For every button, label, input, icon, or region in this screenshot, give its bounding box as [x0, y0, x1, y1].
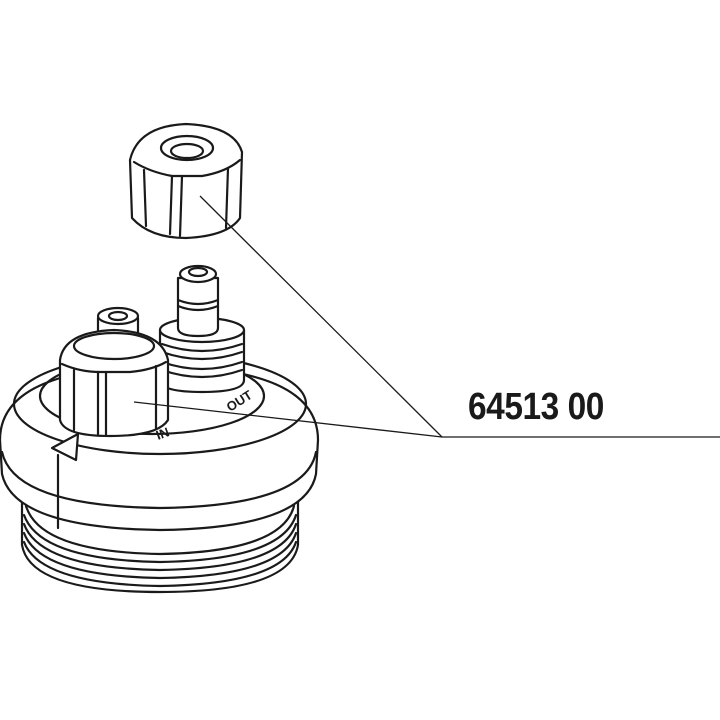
- hose-connector-out: [158, 264, 246, 394]
- hose-connector-in: [58, 306, 170, 438]
- threaded-cap: IN OUT: [0, 352, 320, 594]
- leader-lines: [133, 195, 720, 438]
- part-number-label: 64513 00: [468, 386, 604, 428]
